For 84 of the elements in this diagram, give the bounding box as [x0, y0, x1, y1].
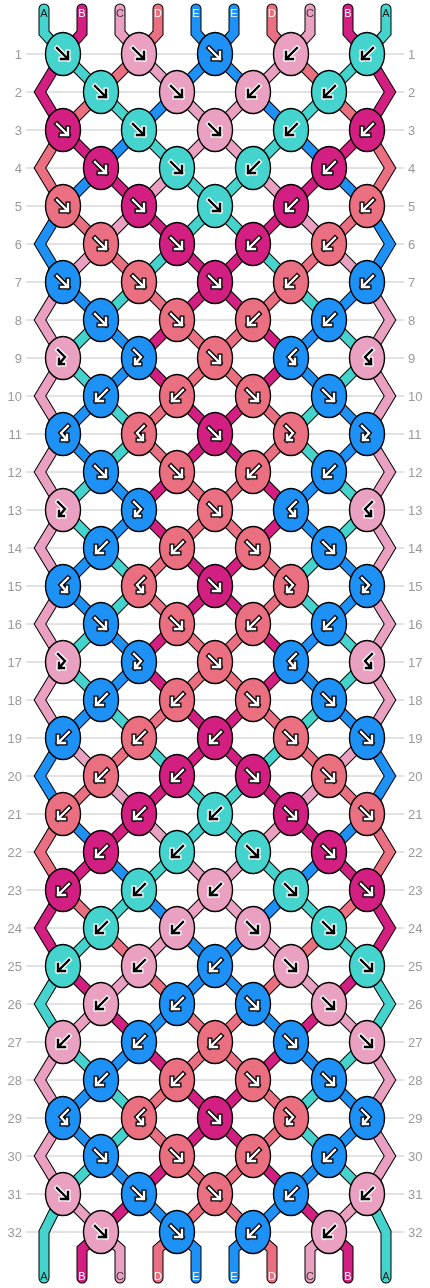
row-number: 3	[408, 123, 416, 137]
thread-letter: B	[77, 1270, 87, 1282]
row-number: 20	[408, 769, 423, 783]
row-number: 16	[408, 617, 423, 631]
row-number: 30	[7, 1149, 22, 1163]
row-number: 25	[7, 959, 22, 973]
row-number: 8	[408, 313, 416, 327]
row-number: 10	[7, 389, 22, 403]
row-number: 11	[408, 427, 422, 441]
row-number: 12	[408, 465, 423, 479]
row-number: 23	[7, 883, 22, 897]
row-number: 5	[408, 199, 416, 213]
thread-letter: B	[343, 1270, 353, 1282]
row-number: 6	[408, 237, 416, 251]
row-number: 4	[14, 161, 22, 175]
row-number: 12	[7, 465, 22, 479]
row-number: 29	[7, 1111, 22, 1125]
row-number: 18	[7, 693, 22, 707]
row-number: 18	[408, 693, 423, 707]
row-number: 32	[7, 1225, 22, 1239]
row-number: 9	[408, 351, 416, 365]
thread-letter: D	[267, 7, 277, 19]
row-number: 21	[7, 807, 22, 821]
thread-letter: D	[267, 1270, 277, 1282]
row-number: 16	[7, 617, 22, 631]
row-number: 6	[14, 237, 22, 251]
row-number: 19	[7, 731, 22, 745]
row-number: 11	[8, 427, 22, 441]
row-number: 28	[7, 1073, 22, 1087]
thread-letter: C	[115, 7, 125, 19]
row-number: 28	[408, 1073, 423, 1087]
row-number: 9	[14, 351, 22, 365]
row-number: 13	[7, 503, 22, 517]
row-number: 7	[14, 275, 22, 289]
row-number: 2	[14, 85, 22, 99]
thread-letter: E	[191, 1270, 201, 1282]
row-number: 31	[408, 1187, 423, 1201]
thread-letter: E	[229, 7, 239, 19]
row-number: 21	[408, 807, 423, 821]
row-number: 26	[408, 997, 423, 1011]
row-number: 27	[7, 1035, 22, 1049]
row-number: 4	[408, 161, 416, 175]
thread-letter: A	[381, 1270, 391, 1282]
thread-letter: A	[381, 7, 391, 19]
thread-letter: D	[153, 1270, 163, 1282]
thread-letter: A	[39, 7, 49, 19]
thread-letter: C	[115, 1270, 125, 1282]
row-number: 15	[408, 579, 423, 593]
row-number: 8	[14, 313, 22, 327]
row-number: 27	[408, 1035, 423, 1049]
row-number: 25	[408, 959, 423, 973]
thread-letter: E	[191, 7, 201, 19]
row-number: 32	[408, 1225, 423, 1239]
row-number: 13	[408, 503, 423, 517]
row-number: 15	[7, 579, 22, 593]
row-number: 2	[408, 85, 416, 99]
row-number: 1	[14, 47, 22, 61]
row-number: 24	[7, 921, 22, 935]
row-number: 22	[7, 845, 22, 859]
row-number: 19	[408, 731, 423, 745]
thread-letter: B	[77, 7, 87, 19]
row-number: 14	[408, 541, 423, 555]
thread-letter: A	[39, 1270, 49, 1282]
row-number: 3	[14, 123, 22, 137]
row-number: 14	[7, 541, 22, 555]
row-number: 17	[408, 655, 423, 669]
thread-letter: E	[229, 1270, 239, 1282]
thread-letter: B	[343, 7, 353, 19]
thread-letter: C	[305, 1270, 315, 1282]
thread-letter: D	[153, 7, 163, 19]
row-number: 31	[7, 1187, 22, 1201]
row-number: 29	[408, 1111, 423, 1125]
row-number: 23	[408, 883, 423, 897]
row-number: 22	[408, 845, 423, 859]
row-number: 30	[408, 1149, 423, 1163]
row-number: 10	[408, 389, 423, 403]
row-number: 1	[408, 47, 416, 61]
row-number: 17	[7, 655, 22, 669]
row-number: 26	[7, 997, 22, 1011]
row-number: 5	[14, 199, 22, 213]
row-number: 24	[408, 921, 423, 935]
row-number: 7	[408, 275, 416, 289]
thread-letter: C	[305, 7, 315, 19]
row-number: 20	[7, 769, 22, 783]
